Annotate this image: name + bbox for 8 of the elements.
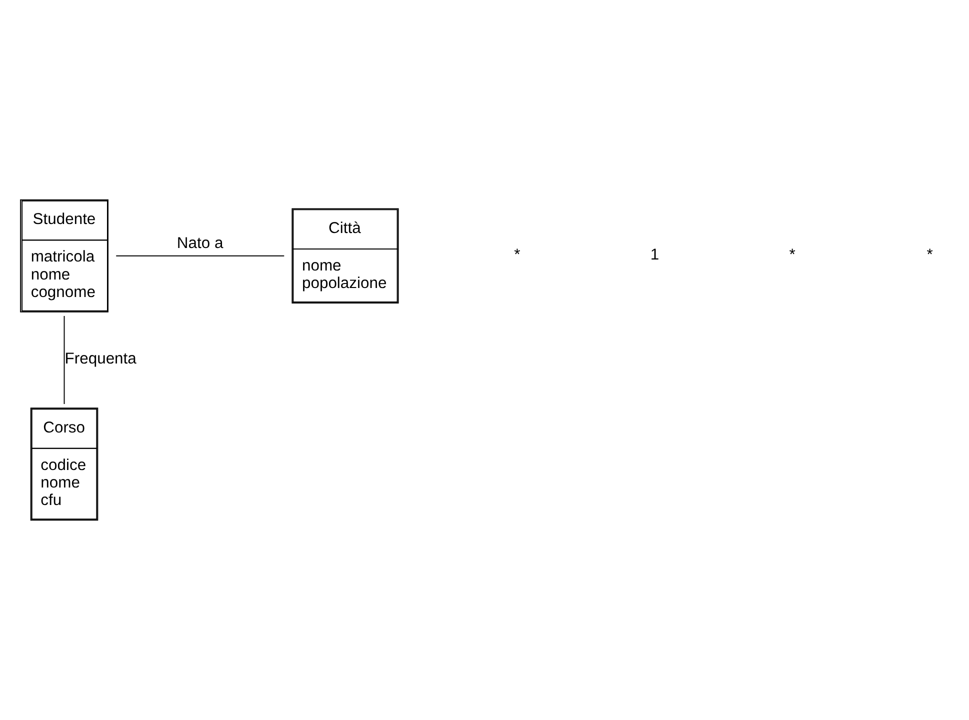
edge-label: Frequenta (64, 350, 136, 368)
connector (116, 255, 285, 256)
label: * (514, 246, 520, 264)
connector (64, 315, 65, 405)
label: * (789, 246, 796, 264)
label: 1 (650, 246, 660, 264)
label: * (926, 246, 933, 264)
edge-label: Nato a (176, 234, 224, 252)
